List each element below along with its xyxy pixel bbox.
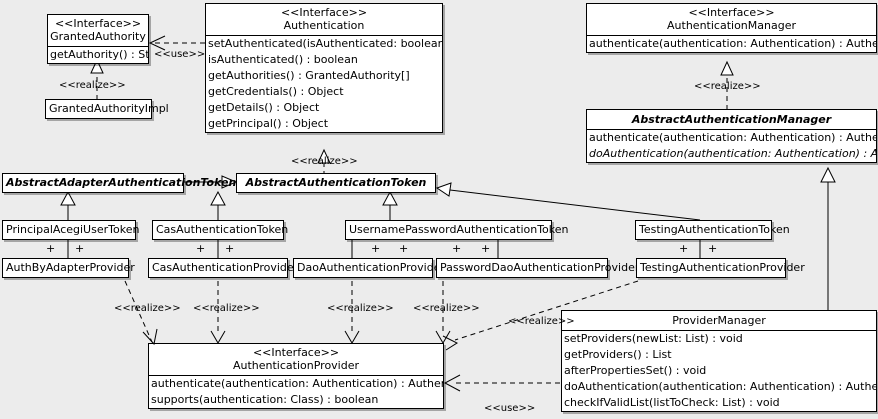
provider-manager-methods: setProviders(newList: List) : void getPr… [562,331,876,411]
edge-label-realize-password-dao-provider: <<realize>> [413,303,480,314]
abstract-adapter-authentication-token-title: AbstractAdapterAuthenticationToken [6,176,237,189]
authentication-stereotype: <<Interface>> [280,6,368,19]
class-auth-by-adapter-provider[interactable]: AuthByAdapterProvider [2,258,135,278]
testing-authentication-provider-title: TestingAuthenticationProvider [640,261,805,274]
assoc-plus-testing-left: + [679,242,689,255]
edge-label-use-granted-authority: <<use>> [154,49,206,60]
method-check-if-valid-list: checkIfValidList(listToCheck: List) : vo… [564,396,780,409]
class-password-dao-authentication-provider[interactable]: PasswordDaoAuthenticationProvider [436,258,640,278]
password-dao-authentication-provider-title: PasswordDaoAuthenticationProvider [440,261,640,274]
method-supports: supports(authentication: Class) : boolea… [151,393,379,406]
authentication-provider-methods: authenticate(authentication: Authenticat… [149,376,443,408]
assoc-plus-principal-right: + [75,242,85,255]
authentication-manager-methods: authenticate(authentication: Authenticat… [587,36,876,52]
method-get-credentials: getCredentials() : Object [208,85,344,98]
method-after-properties-set: afterPropertiesSet() : void [564,364,707,377]
auth-by-adapter-provider-title: AuthByAdapterProvider [6,261,135,274]
class-cas-authentication-provider[interactable]: CasAuthenticationProvider [148,258,299,278]
edge-label-use-provider-manager: <<use>> [484,403,536,414]
edge-label-realize-testing-provider: <<realize>> [508,316,575,327]
abstract-authentication-manager-title: AbstractAuthenticationManager [631,113,832,126]
class-testing-authentication-token[interactable]: TestingAuthenticationToken [635,220,790,240]
assoc-plus-cas-right: + [225,242,235,255]
method-get-details: getDetails() : Object [208,101,320,114]
class-authentication[interactable]: <<Interface>> Authentication setAuthenti… [205,3,443,133]
authentication-divider [206,35,442,36]
authentication-provider-title: AuthenticationProvider [232,359,360,372]
provider-manager-title: ProviderManager [672,314,766,327]
granted-authority-stereotype: <<Interface>> [54,17,142,30]
authentication-provider-divider [149,375,443,376]
method-do-authentication: doAuthentication(authentication: Authent… [564,380,876,393]
edge-label-realize-auth-by-adapter: <<realize>> [114,303,181,314]
authentication-methods: setAuthenticated(isAuthenticated: boolea… [206,36,442,132]
edge-label-realize-abstract-authentication-token: <<realize>> [291,156,358,167]
method-authenticate: authenticate(authentication: Authenticat… [589,37,876,50]
cas-authentication-token-title: CasAuthenticationToken [156,223,289,236]
granted-authority-title: GrantedAuthority [50,30,146,43]
class-principal-acegi-user-token[interactable]: PrincipalAcegiUserToken [2,220,140,240]
dao-authentication-provider-title: DaoAuthenticationProvider [297,261,445,274]
class-granted-authority-impl[interactable]: GrantedAuthorityImpl [45,99,169,119]
assoc-plus-cas-left: + [196,242,206,255]
method-set-authenticated: setAuthenticated(isAuthenticated: boolea… [208,37,442,50]
abstract-authentication-token-title: AbstractAuthenticationToken [245,176,427,189]
class-cas-authentication-token[interactable]: CasAuthenticationToken [152,220,289,240]
method-set-providers: setProviders(newList: List) : void [564,332,743,345]
method-authenticate: authenticate(authentication: Authenticat… [151,377,443,390]
granted-authority-methods: getAuthority() : String [48,47,148,63]
class-abstract-authentication-token[interactable]: AbstractAuthenticationToken [236,173,436,193]
assoc-plus-upat-2: + [399,242,409,255]
method-get-authorities: getAuthorities() : GrantedAuthority[] [208,69,410,82]
assoc-plus-upat-4: + [481,242,491,255]
authentication-manager-stereotype: <<Interface>> [688,6,775,19]
class-username-password-authentication-token[interactable]: UsernamePasswordAuthenticationToken [345,220,569,240]
edge-label-realize-abstract-authentication-manager: <<realize>> [694,81,761,92]
edge-label-realize-dao-provider: <<realize>> [327,303,394,314]
class-testing-authentication-provider[interactable]: TestingAuthenticationProvider [636,258,805,278]
method-get-principal: getPrincipal() : Object [208,117,329,130]
method-is-authenticated: isAuthenticated() : boolean [208,53,358,66]
username-password-authentication-token-title: UsernamePasswordAuthenticationToken [349,223,569,236]
testing-authentication-token-title: TestingAuthenticationToken [639,223,790,236]
class-dao-authentication-provider[interactable]: DaoAuthenticationProvider [293,258,445,278]
cas-authentication-provider-title: CasAuthenticationProvider [152,261,299,274]
method-get-providers: getProviders() : List [564,348,672,361]
principal-acegi-user-token-title: PrincipalAcegiUserToken [6,223,140,236]
assoc-plus-principal-left: + [46,242,56,255]
class-authentication-manager[interactable]: <<Interface>> AuthenticationManager auth… [586,3,877,53]
class-abstract-adapter-authentication-token[interactable]: AbstractAdapterAuthenticationToken [2,173,237,193]
granted-authority-impl-title: GrantedAuthorityImpl [49,102,169,115]
method-do-authentication: doAuthentication(authentication: Authent… [589,147,876,160]
granted-authority-divider [48,46,148,47]
assoc-plus-upat-3: + [452,242,462,255]
class-authentication-provider[interactable]: <<Interface>> AuthenticationProvider aut… [148,343,444,409]
assoc-plus-testing-right: + [708,242,718,255]
provider-manager-divider [562,330,876,331]
edge-label-realize-cas-provider: <<realize>> [193,303,260,314]
authentication-manager-title: AuthenticationManager [667,19,796,32]
class-granted-authority[interactable]: <<Interface>> GrantedAuthority getAuthor… [47,14,149,64]
authentication-manager-divider [587,35,876,36]
authentication-provider-stereotype: <<Interface>> [252,346,340,359]
method-get-authority: getAuthority() : String [50,48,148,61]
assoc-plus-upat-1: + [371,242,381,255]
abstract-authentication-manager-divider [587,129,876,130]
class-provider-manager[interactable]: ProviderManager setProviders(newList: Li… [561,310,877,412]
class-abstract-authentication-manager[interactable]: AbstractAuthenticationManager authentica… [586,109,877,163]
method-authenticate: authenticate(authentication: Authenticat… [589,131,876,144]
authentication-title: Authentication [283,19,365,32]
abstract-authentication-manager-methods: authenticate(authentication: Authenticat… [587,130,876,162]
edge-label-realize-granted-authority-impl: <<realize>> [59,80,126,91]
